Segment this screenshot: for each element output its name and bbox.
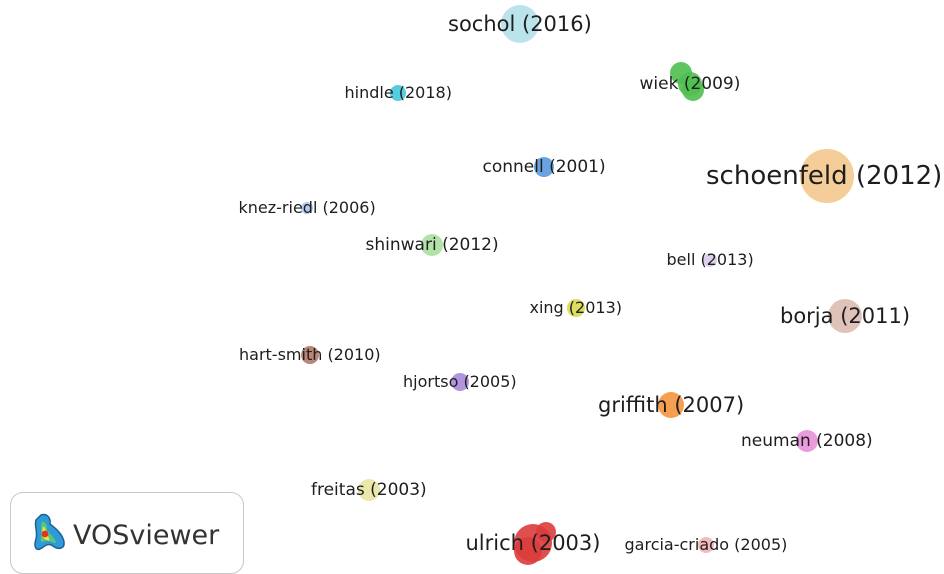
node-sochol[interactable] — [501, 5, 539, 43]
node-ulrich-cluster[interactable] — [514, 537, 542, 565]
node-shinwari[interactable] — [421, 234, 443, 256]
node-wiek-cluster[interactable] — [682, 79, 704, 101]
node-borja[interactable] — [828, 299, 862, 333]
node-connell[interactable] — [534, 157, 554, 177]
node-hindle[interactable] — [390, 85, 406, 101]
node-schoenfeld[interactable] — [800, 149, 854, 203]
node-hart-smith[interactable] — [301, 346, 319, 364]
node-ulrich-cluster[interactable] — [536, 522, 556, 542]
node-freitas[interactable] — [358, 479, 380, 501]
vosviewer-logo: VOSviewer — [10, 492, 244, 574]
node-garcia-criado[interactable] — [698, 537, 714, 553]
node-knez-riedl[interactable] — [301, 202, 313, 214]
vosviewer-brand-text: VOSviewer — [73, 520, 220, 551]
node-griffith[interactable] — [658, 392, 684, 418]
node-hjortso[interactable] — [451, 373, 469, 391]
vosviewer-logo-icon — [34, 513, 65, 551]
node-neuman[interactable] — [796, 430, 818, 452]
node-bell[interactable] — [703, 253, 717, 267]
node-xing[interactable] — [567, 299, 585, 317]
node-wiek-cluster[interactable] — [670, 62, 692, 84]
